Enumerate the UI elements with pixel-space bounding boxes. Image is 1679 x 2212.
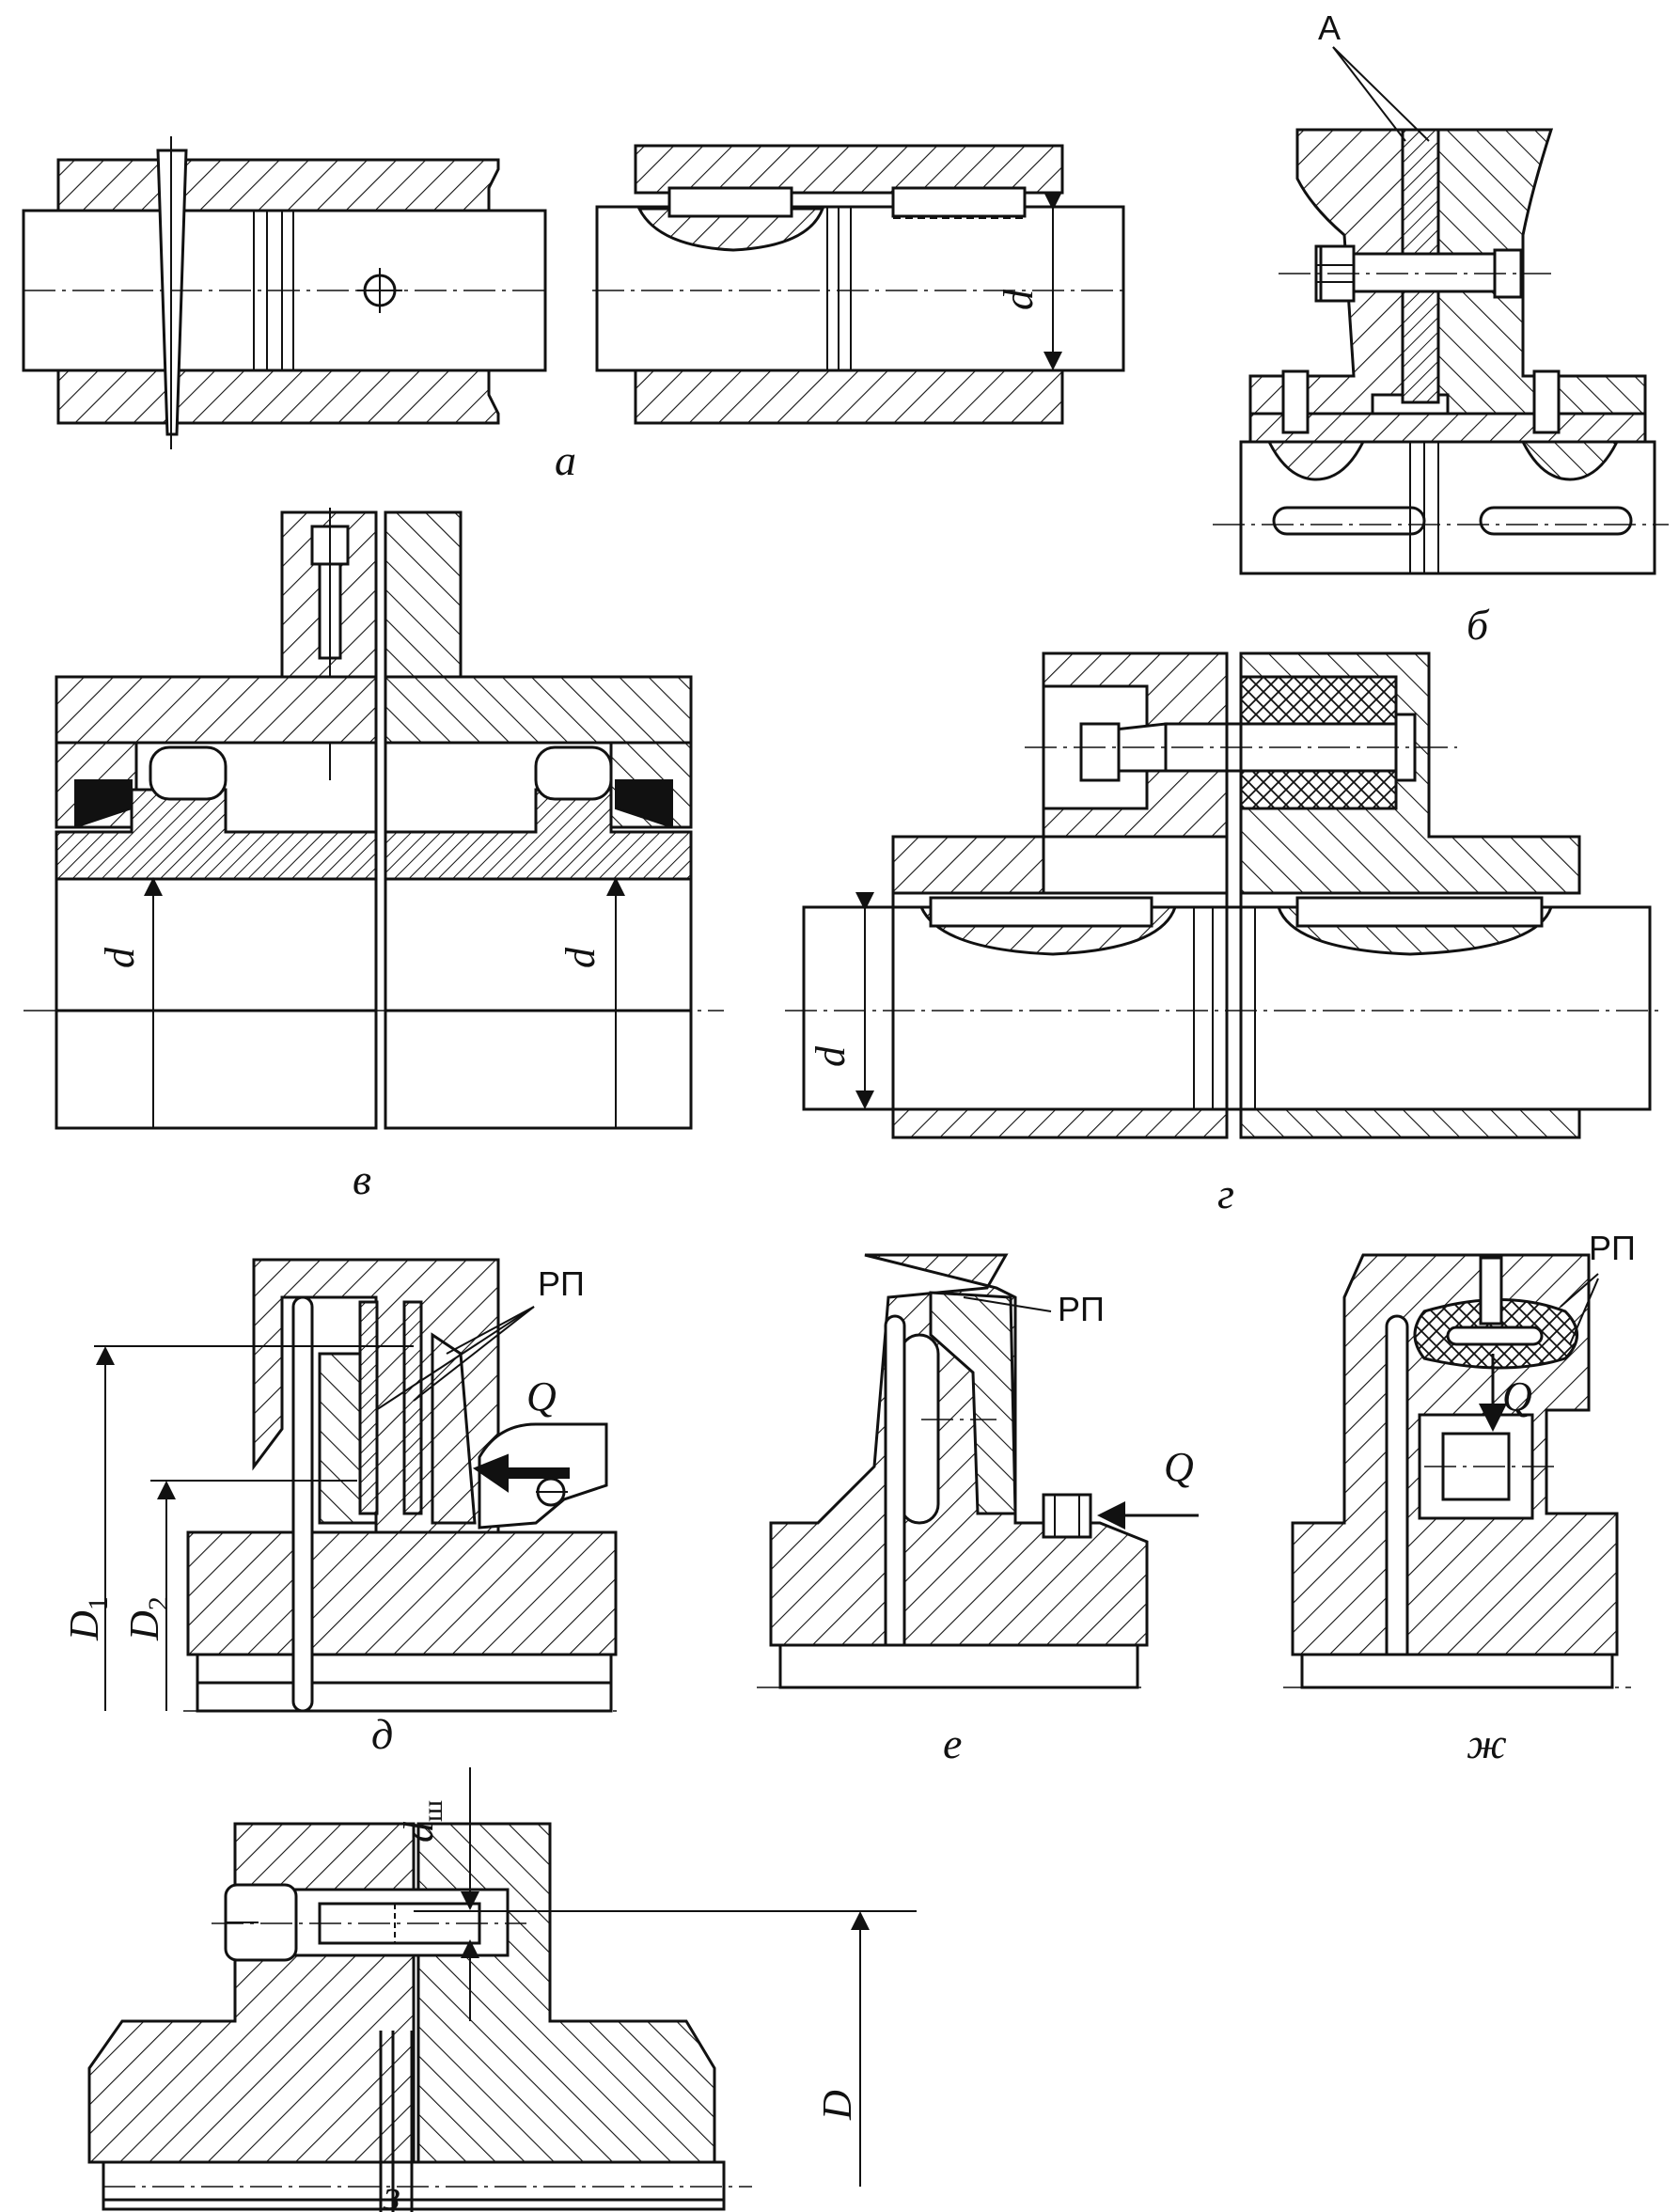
label-RP-zh: РП (1589, 1229, 1636, 1267)
dim-D-z: D (814, 2090, 860, 2121)
label-RP-d: РП (538, 1264, 585, 1303)
label-A: А (1318, 8, 1341, 47)
caption-b: б (1467, 601, 1490, 649)
panel-e-friction-coupling: Q РП (757, 1253, 1199, 1689)
panel-v-gear-coupling: d d (24, 508, 724, 1130)
panel-zh-friction-coupling: Q РП (1283, 1229, 1636, 1689)
dim-d-a: d (996, 289, 1042, 310)
panel-g-pin-bush-coupling: d (785, 651, 1664, 1139)
dim-dsh: dш (396, 1800, 448, 1843)
panel-b-flange-coupling: А (1213, 8, 1669, 575)
dim-d-g: d (808, 1045, 854, 1067)
label-Q-d: Q (526, 1373, 557, 1420)
label-Q-zh: Q (1502, 1373, 1532, 1420)
panel-d-friction-coupling: D1 D2 РП Q (61, 1258, 620, 1713)
caption-zh: ж (1467, 1719, 1507, 1767)
caption-g: г (1217, 1169, 1234, 1217)
dim-D2: D2 (121, 1596, 174, 1641)
panel-a-left-coupling (22, 136, 550, 449)
panel-a-right-coupling: d (592, 144, 1128, 425)
panel-z-shear-pin-coupling: dш D (87, 1767, 917, 2212)
caption-v: в (353, 1155, 371, 1203)
dim-D1: D1 (61, 1596, 114, 1641)
dim-d-v-right: d (557, 947, 604, 968)
caption-d: д (371, 1710, 393, 1758)
caption-z: з (383, 2171, 400, 2212)
caption-e: е (943, 1719, 962, 1767)
label-Q-e: Q (1164, 1444, 1194, 1490)
caption-a: а (555, 436, 576, 484)
dim-d-v-left: d (97, 947, 143, 968)
label-RP-e: РП (1058, 1290, 1105, 1328)
